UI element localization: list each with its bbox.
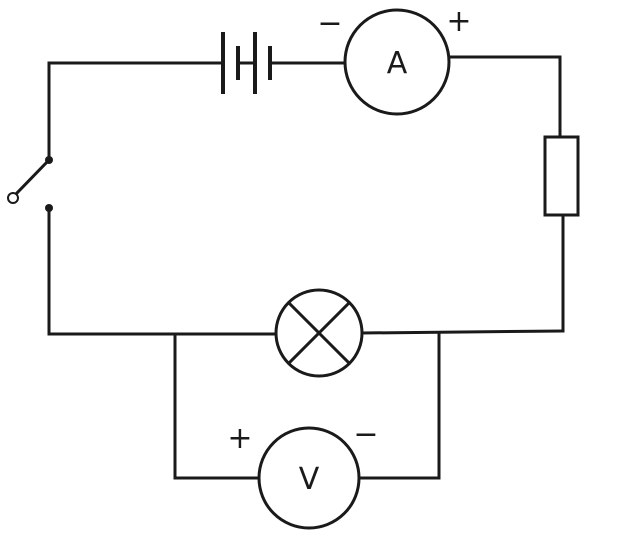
wire-voltmeter-left	[173, 332, 261, 480]
switch	[7, 156, 53, 212]
switch-blade	[13, 157, 52, 197]
ammeter: A − +	[317, 4, 472, 116]
wire-voltmeter-right	[357, 331, 441, 480]
ammeter-letter: A	[387, 46, 408, 81]
voltmeter-letter: V	[299, 462, 320, 497]
battery	[221, 32, 272, 94]
voltmeter-circle	[257, 426, 361, 530]
voltmeter: V + −	[227, 417, 379, 530]
switch-lower-contact	[45, 204, 53, 212]
ammeter-negative-sign: −	[317, 6, 342, 41]
lamp-cross-2	[286, 300, 352, 366]
resistor-body	[543, 135, 580, 217]
resistor	[543, 135, 580, 217]
lamp	[274, 288, 364, 378]
switch-free-end	[7, 192, 19, 204]
ammeter-positive-sign: +	[446, 4, 471, 39]
voltmeter-negative-sign: −	[353, 417, 378, 452]
main-loop-wires	[47, 55, 565, 336]
wire-bottom-right	[361, 329, 565, 335]
voltmeter-branch-wires	[173, 331, 441, 480]
voltmeter-positive-sign: +	[227, 421, 252, 456]
ammeter-circle	[343, 8, 451, 116]
wire-ammeter-to-resistor	[449, 55, 562, 139]
